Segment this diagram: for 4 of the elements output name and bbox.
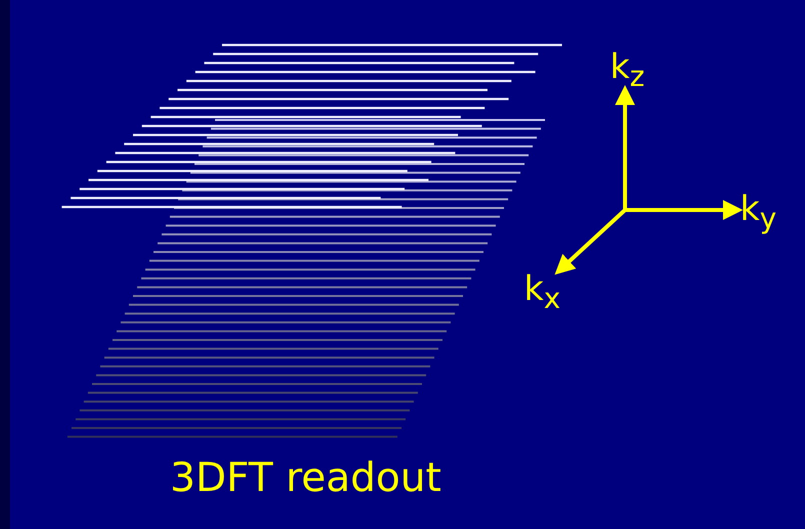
caption-text: 3DFT readout bbox=[170, 458, 442, 498]
axis-label: k$_{y}$ bbox=[740, 192, 776, 234]
axis-label: k$_{z}$ bbox=[610, 50, 645, 92]
axis-label: k$_{x}$ bbox=[524, 272, 560, 314]
